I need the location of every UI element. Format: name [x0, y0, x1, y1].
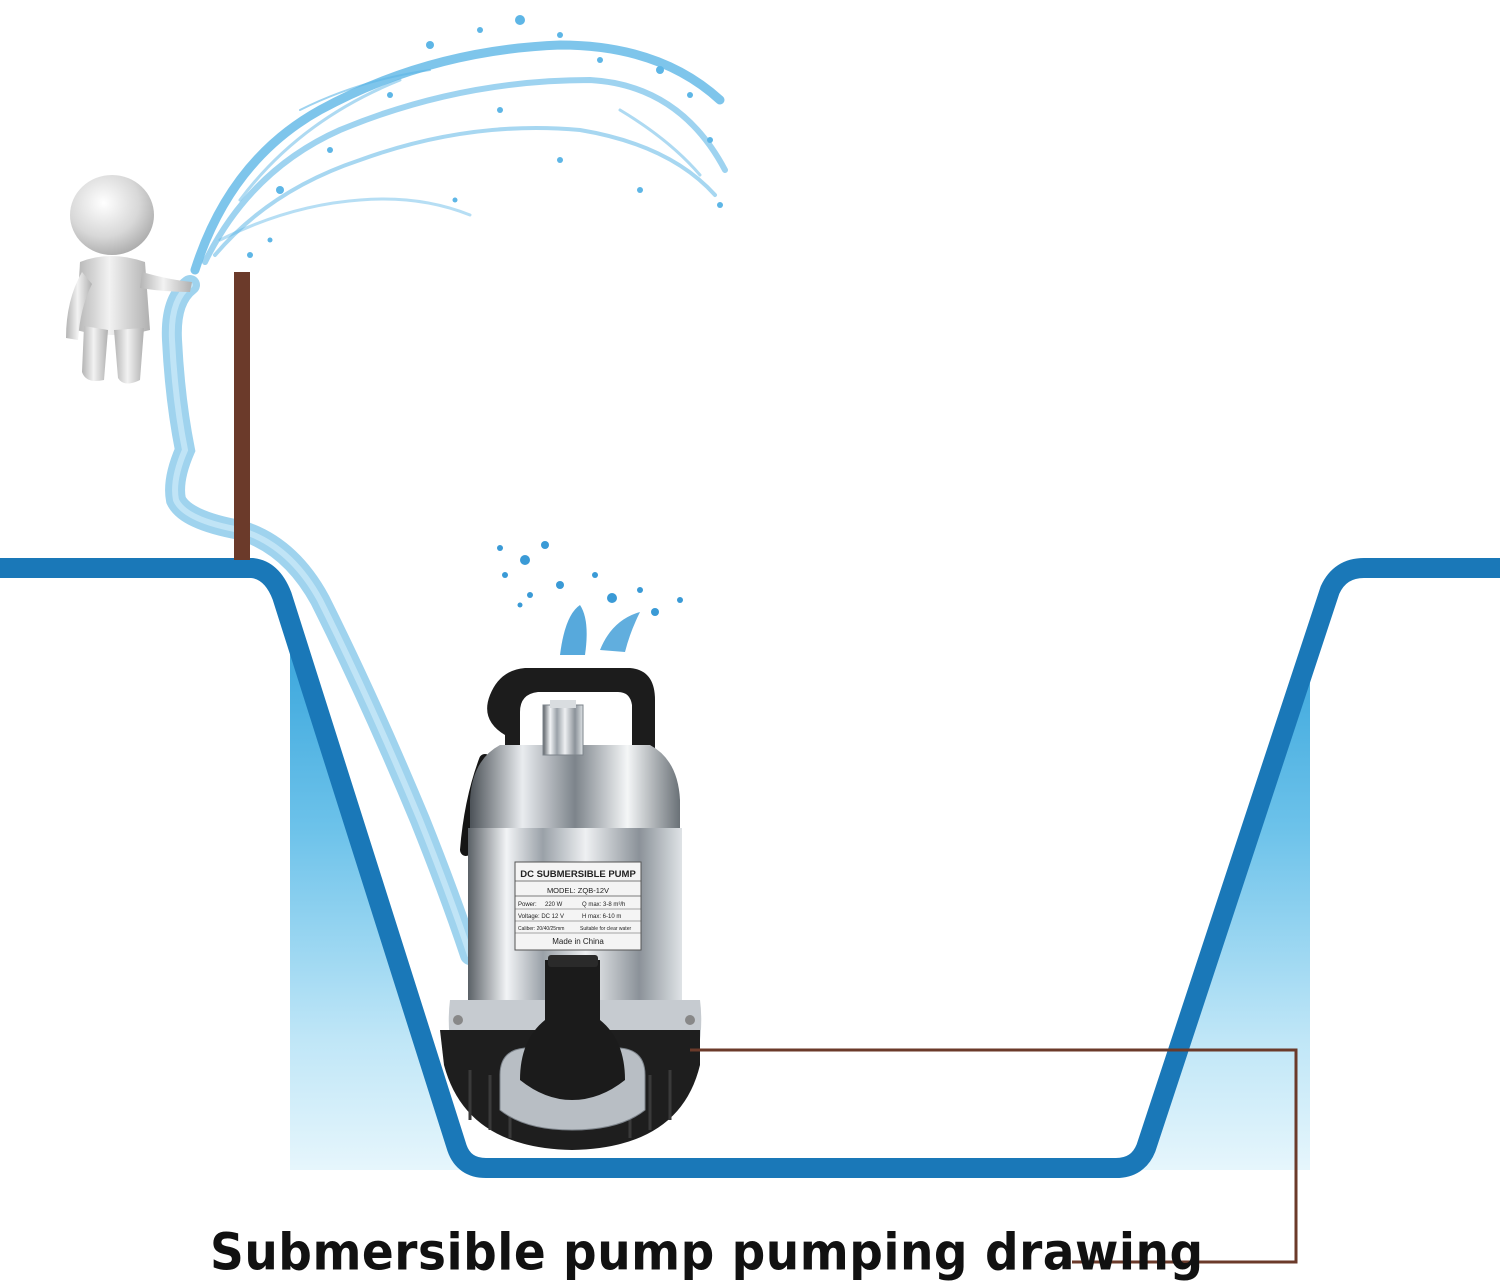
- nameplate-suitable: Suitable for clear water: [580, 926, 631, 932]
- nameplate-qmax: Q max: 3-8 m³/h: [582, 902, 625, 908]
- nameplate-origin: Made in China: [552, 937, 604, 946]
- pump-icon: DC SUBMERSIBLE PUMP MODEL: ZQB-12V Power…: [440, 668, 702, 1150]
- water-splash-icon: [497, 541, 683, 655]
- pit-outline: [0, 558, 1500, 1178]
- diagram-caption: Submersible pump pumping drawing: [210, 1222, 1204, 1282]
- spray-droplets: [247, 15, 723, 258]
- water-spray-icon: [190, 40, 728, 275]
- nameplate-hmax: H max: 6-10 m: [582, 914, 621, 920]
- pump-nameplate: DC SUBMERSIBLE PUMP MODEL: ZQB-12V Power…: [514, 861, 642, 951]
- wooden-post: [234, 272, 250, 560]
- person-figure-icon: [66, 175, 192, 384]
- nameplate-caliber: Caliber: 20/40/25mm: [518, 926, 564, 932]
- nameplate-model: MODEL: ZQB-12V: [547, 886, 609, 895]
- nameplate-power-label: Power:: [518, 902, 537, 908]
- nameplate-power-value: 220 W: [545, 902, 563, 908]
- nameplate-title: DC SUBMERSIBLE PUMP: [520, 869, 636, 880]
- caption-leader-line: [690, 1048, 1298, 1264]
- nameplate-voltage: Voltage: DC 12 V: [518, 914, 564, 920]
